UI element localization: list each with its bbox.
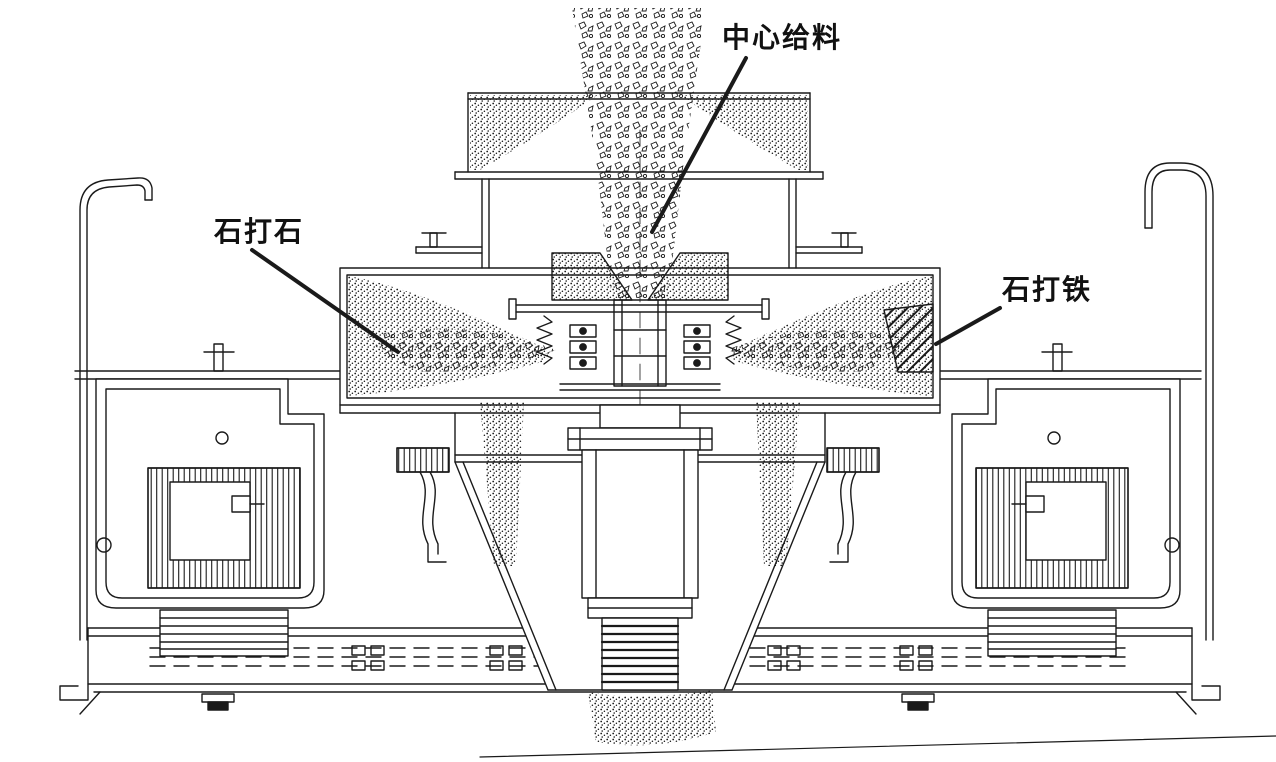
left-falling-curtain: [480, 402, 524, 566]
center-feed-label: 中心给料: [722, 22, 843, 53]
stone-on-stone-label: 石打石: [214, 216, 305, 247]
hopper-material-right: [680, 95, 808, 170]
stone-on-iron-label: 石打铁: [1002, 274, 1093, 305]
iron-anvil-wedge: [883, 303, 934, 373]
center-feed-leader-line: [650, 56, 748, 234]
right-bolt-block: [683, 324, 711, 370]
right-end-bracket: [1191, 627, 1221, 701]
left-handle-pipe: [79, 177, 153, 641]
left-bolt-block: [569, 324, 597, 370]
stone-on-stone-leader-line: [250, 248, 400, 354]
hopper-material-left: [470, 95, 598, 170]
main-shaft: [567, 404, 713, 691]
left-end-bracket: [59, 627, 89, 701]
shaft-bellows: [600, 624, 680, 684]
discharge-stream: [588, 690, 716, 746]
ground-line: [479, 735, 1276, 758]
left-hopper-bracket: [415, 232, 483, 254]
right-motor: [935, 343, 1202, 657]
left-motor: [74, 343, 341, 657]
left-rock-shelf-pebbles: [368, 328, 556, 372]
right-hopper-bracket: [795, 232, 863, 254]
side-mounts: [396, 447, 880, 563]
right-rock-shelf-pebbles: [726, 330, 906, 372]
left-spring: [536, 315, 553, 365]
right-spring: [725, 315, 742, 365]
stone-on-iron-leader-line: [934, 306, 1002, 346]
material-streams: [480, 8, 800, 746]
right-handle-pipe: [1144, 162, 1214, 641]
base-bolt-clusters: [351, 645, 933, 671]
right-falling-curtain: [756, 402, 800, 566]
annotation-leaders: [250, 56, 1002, 354]
base-feet: [79, 691, 1197, 715]
center-feed-stream: [572, 8, 706, 298]
